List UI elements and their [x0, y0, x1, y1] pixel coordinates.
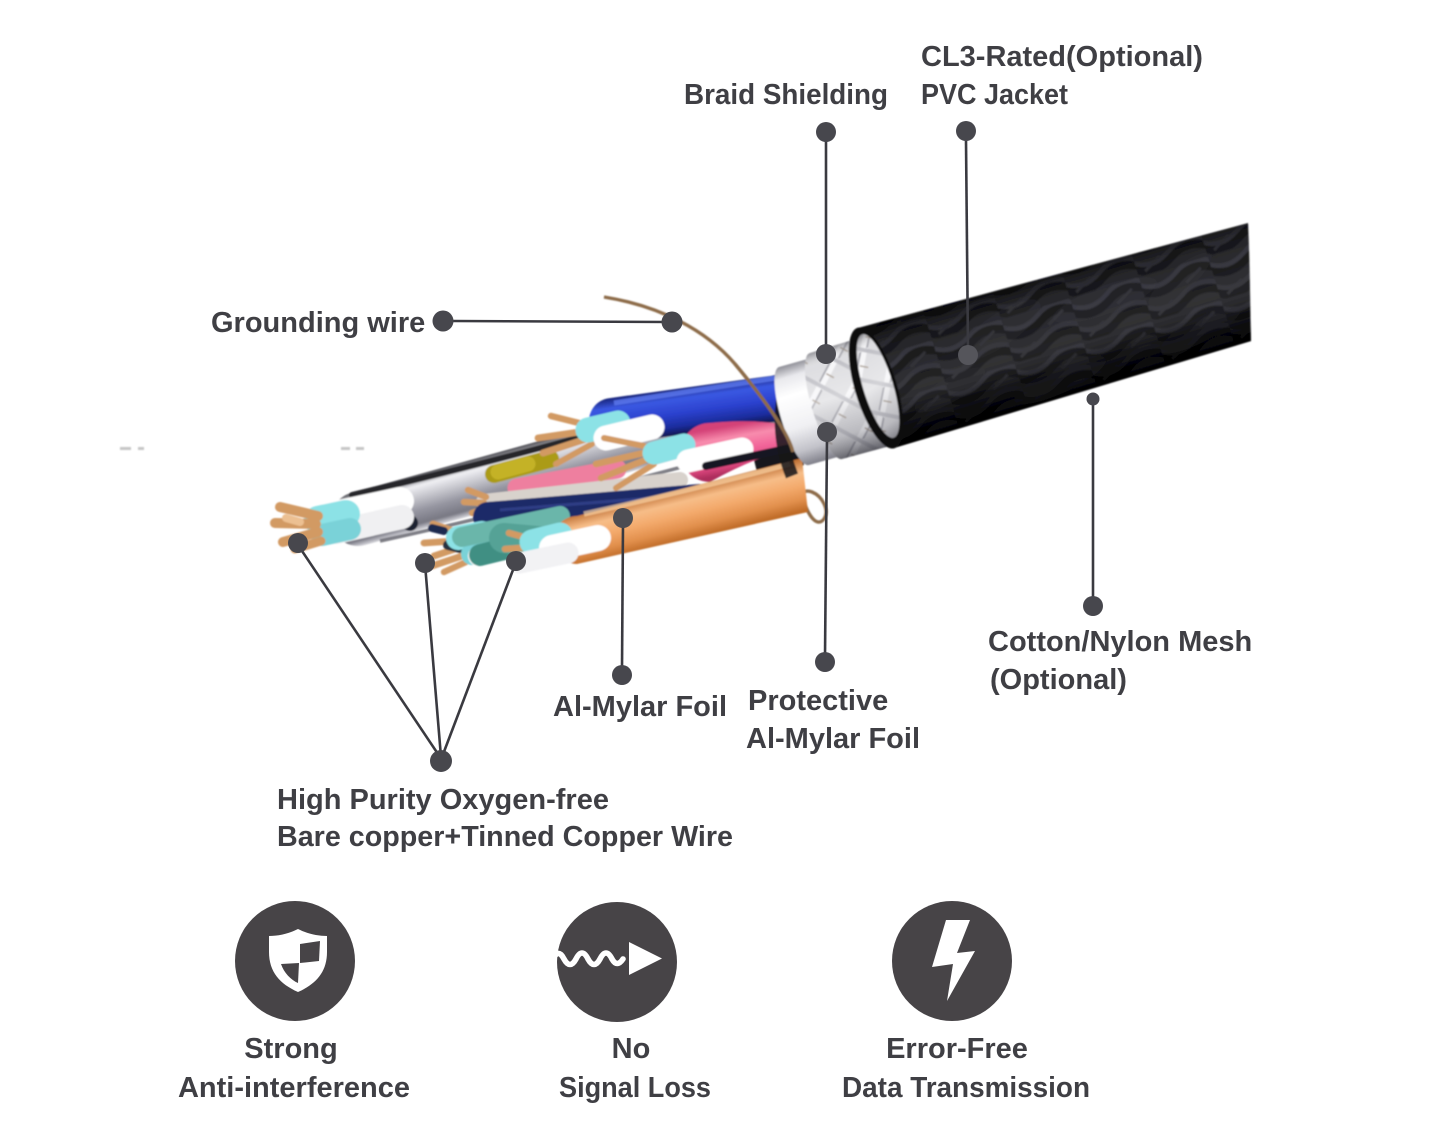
svg-text:CL3-Rated(Optional): CL3-Rated(Optional)	[921, 41, 1203, 73]
svg-text:Protective: Protective	[748, 685, 888, 717]
svg-text:Cotton/Nylon Mesh: Cotton/Nylon Mesh	[988, 626, 1252, 658]
svg-text:Al-Mylar Foil: Al-Mylar Foil	[553, 691, 727, 723]
svg-text:Data Transmission: Data Transmission	[842, 1072, 1090, 1104]
svg-text:High Purity Oxygen-free: High Purity Oxygen-free	[277, 784, 609, 816]
svg-text:(Optional): (Optional)	[990, 664, 1127, 696]
svg-text:Anti-interference: Anti-interference	[178, 1072, 410, 1104]
svg-text:No: No	[612, 1033, 651, 1065]
svg-text:Al-Mylar Foil: Al-Mylar Foil	[746, 723, 920, 755]
svg-text:Grounding wire: Grounding wire	[211, 307, 425, 339]
svg-text:Strong: Strong	[244, 1033, 337, 1065]
svg-text:Braid Shielding: Braid Shielding	[684, 79, 888, 111]
svg-text:Signal Loss: Signal Loss	[559, 1072, 711, 1104]
svg-text:PVC Jacket: PVC Jacket	[921, 79, 1068, 111]
svg-text:Bare copper+Tinned Copper Wire: Bare copper+Tinned Copper Wire	[277, 821, 733, 853]
svg-text:Error-Free: Error-Free	[886, 1033, 1028, 1065]
